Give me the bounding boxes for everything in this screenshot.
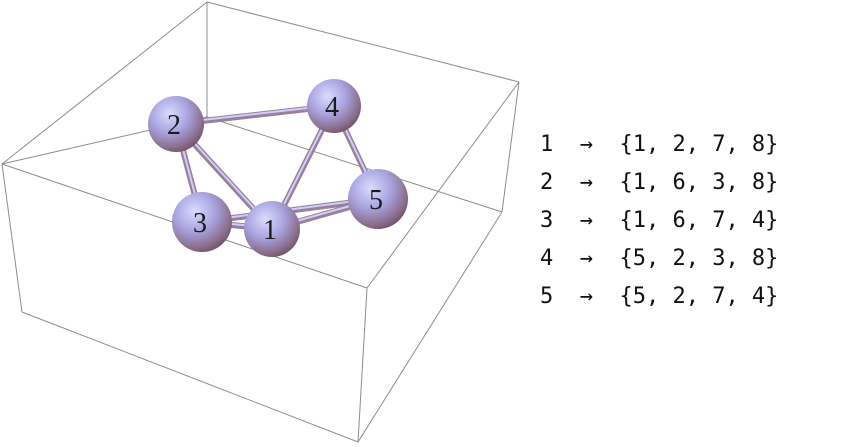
mapping-row: 4 → {5, 2, 3, 8}	[540, 242, 830, 280]
box-edge	[357, 287, 368, 443]
node-label: 3	[193, 208, 207, 239]
graph-3d-view: 2 4 5 3 1	[1, 1, 520, 443]
node-label: 4	[325, 92, 339, 123]
mapping-set: {1, 6, 7, 4}	[619, 208, 779, 233]
arrow-icon: →	[553, 208, 620, 233]
node-sphere	[172, 192, 232, 252]
graph-node-4: 4	[307, 79, 361, 133]
graph-node-3: 3	[172, 192, 232, 252]
mapping-row: 3 → {1, 6, 7, 4}	[540, 204, 830, 242]
node-sphere	[244, 201, 300, 257]
node-label: 1	[263, 215, 277, 246]
box-edge	[206, 1, 520, 83]
mapping-set: {5, 2, 7, 4}	[619, 284, 779, 309]
box-edge	[1, 163, 23, 313]
mapping-key: 4	[540, 246, 554, 271]
node-sphere	[148, 96, 204, 152]
mapping-key: 5	[540, 284, 554, 309]
arrow-icon: →	[553, 132, 620, 157]
vertex-mapping-list: 1 → {1, 2, 7, 8}2 → {1, 6, 3, 8}3 → {1, …	[540, 128, 830, 318]
node-label: 5	[369, 185, 383, 216]
mapping-key: 2	[540, 170, 554, 195]
arrow-icon: →	[553, 246, 620, 271]
node-label: 2	[167, 110, 181, 141]
box-edge	[366, 81, 520, 289]
box-edge	[501, 81, 520, 213]
graph-node-5: 5	[348, 169, 408, 229]
graph-node-1: 1	[244, 201, 300, 257]
node-sphere	[307, 79, 361, 133]
graph-nodes: 2 4 5 3 1	[148, 79, 408, 257]
box-edge	[357, 211, 503, 443]
box-edge	[206, 116, 503, 213]
arrow-icon: →	[553, 170, 620, 195]
mapping-row: 5 → {5, 2, 7, 4}	[540, 280, 830, 318]
mapping-key: 1	[540, 132, 554, 157]
box-edge	[21, 311, 359, 443]
mapping-key: 3	[540, 208, 554, 233]
mapping-set: {1, 6, 3, 8}	[619, 170, 779, 195]
mapping-row: 2 → {1, 6, 3, 8}	[540, 166, 830, 204]
mapping-set: {5, 2, 3, 8}	[619, 246, 779, 271]
mapping-row: 1 → {1, 2, 7, 8}	[540, 128, 830, 166]
arrow-icon: →	[553, 284, 620, 309]
graph-node-2: 2	[148, 96, 204, 152]
mapping-set: {1, 2, 7, 8}	[619, 132, 779, 157]
node-sphere	[348, 169, 408, 229]
box-edge	[1, 1, 208, 165]
